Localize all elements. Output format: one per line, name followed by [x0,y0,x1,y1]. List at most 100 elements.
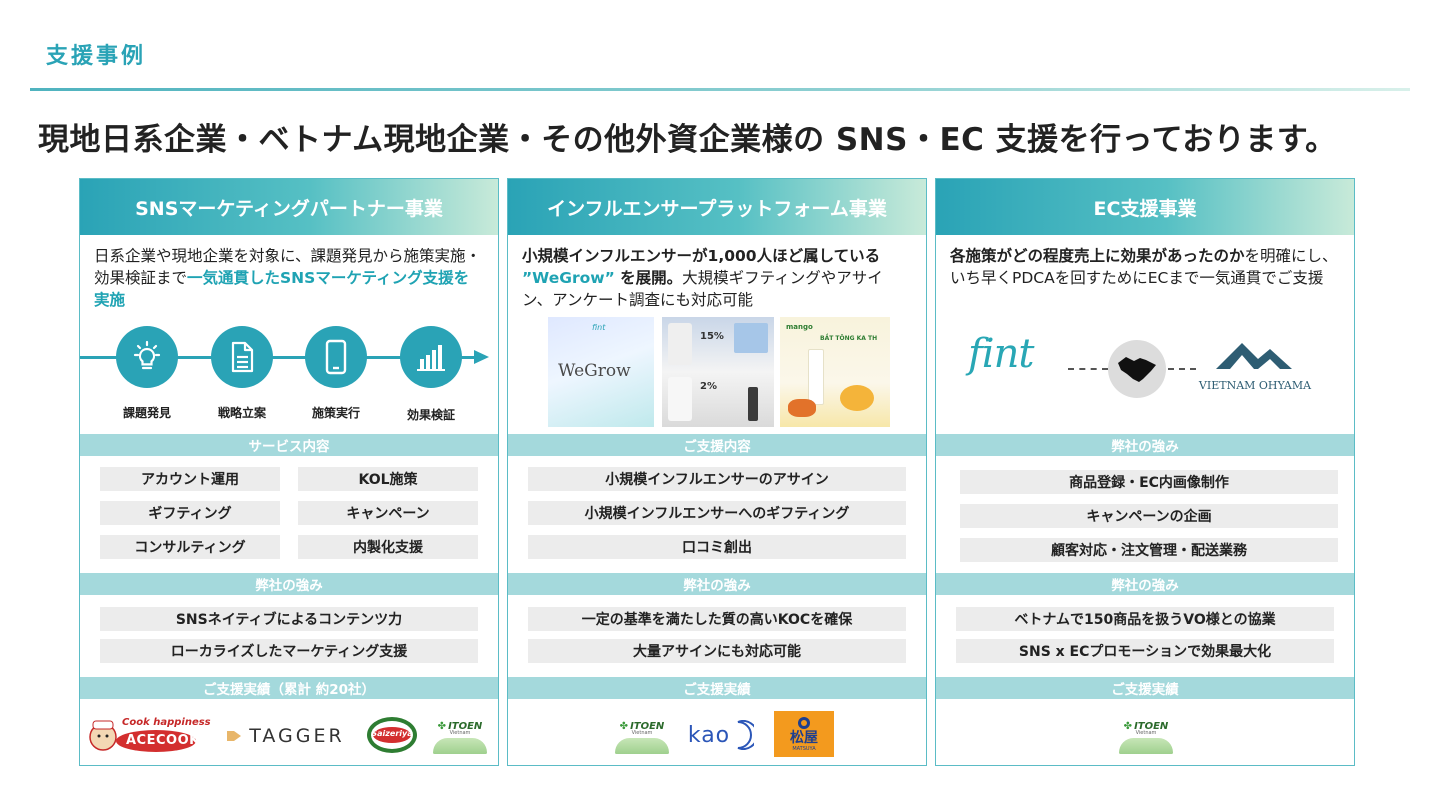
itoen-wordmark: ITOEN [1134,720,1169,732]
leaf-icon: ✤ [619,720,629,732]
sns-strength-chip: ローカライズしたマーケティング支援 [100,639,478,663]
sns-strengths-band: 弊社の強み [80,573,498,595]
matsuya-wordmark: 松屋 [790,730,818,746]
dashed-connector [1168,368,1196,370]
ec-panel-title: EC支援事業 [936,179,1354,235]
fint-logo: fint [968,331,1034,377]
influencer-support-chip: 口コミ創出 [528,535,906,559]
step-circle-2 [211,326,273,388]
moon-face-icon [737,720,755,750]
tagger-mark-icon [227,731,242,741]
itoen-logo: ✤ ITOEN Vietnam [612,715,672,759]
sns-service-chip: KOL施策 [298,467,478,491]
ec-support-chip: キャンペーンの企画 [960,504,1338,528]
promo-text: 15% [700,331,724,342]
itoen-hill [615,737,669,754]
matsuya-sub: MATSUYA [792,746,816,752]
ec-results-band: ご支援実績 [936,677,1354,699]
wegrow-thumb-logo: WeGrow [558,361,631,381]
sns-panel-title: SNSマーケティングパートナー事業 [80,179,498,235]
influencer-panel: インフルエンサープラットフォーム事業 小規模インフルエンサーが1,000人ほど属… [507,178,927,766]
skincare-thumbnail: 15% 2% [662,317,774,427]
ec-support-band: 弊社の強み [936,434,1354,456]
mango-brand-text: mango [786,323,813,331]
acecook-logo: Cook happiness ACECOOK [88,713,211,757]
saizeriya-logo: Saizeriya [366,715,418,755]
kao-wordmark: kao [687,722,731,748]
step-circle-3 [305,326,367,388]
influencer-strength-chip: 大量アサインにも対応可能 [528,639,906,663]
matsuya-emblem-icon [798,717,810,729]
tagger-logo: TAGGER [220,723,350,749]
itoen-wordmark: ITOEN [630,720,665,732]
step-label-2: 戦略立案 [217,406,266,420]
tagger-wordmark: TAGGER [249,725,345,747]
itoen-hill [433,737,487,754]
itoen-wordmark: ITOEN [448,720,483,732]
ec-desc-rest: を明確にし、いち早くPDCAを回すためにECまで一気通貫でご支援 [950,247,1338,287]
influencer-support-band: ご支援内容 [508,434,926,456]
influencer-desc-bold2: を展開。 [614,269,683,287]
step-label-3: 施策実行 [311,406,360,420]
acecook-wordmark: ACECOOK [126,733,200,748]
influencer-support-chip: 小規模インフルエンサーへのギフティング [528,501,906,525]
sns-services-band: サービス内容 [80,434,498,456]
page-headline: 現地日系企業・ベトナム現地企業・その他外資企業様の SNS・EC 支援を行ってお… [38,122,1337,158]
step-circle-4 [400,326,462,388]
ec-strength-chip: SNS x ECプロモーションで効果最大化 [956,639,1334,663]
ec-support-chip: 顧客対応・注文管理・配送業務 [960,538,1338,562]
sns-results-band: ご支援実績（累計 約20社） [80,677,498,699]
sns-service-chip: アカウント運用 [100,467,280,491]
mountain-icon [1216,343,1292,369]
sns-service-chip: コンサルティング [100,535,280,559]
sunscreen-thumbnail: mango BẮT TÔNG KA TH [780,317,890,427]
handshake-icon [1118,357,1156,382]
ec-strength-chip: ベトナムで150商品を扱うVO様との協業 [956,607,1334,631]
section-label: 支援事例 [46,44,147,69]
sns-service-chip: キャンペーン [298,501,478,525]
sns-desc-text: 日系企業や現地企業を対象に、課題発見から施策実施・効果検証まで [94,247,482,287]
acecook-tagline: Cook happiness [122,717,211,728]
smartphone-icon [325,339,347,375]
itoen-sub: Vietnam [1135,729,1157,736]
wegrow-brand: ”WeGrow” [522,269,615,287]
leaf-icon: ✤ [437,720,447,732]
vietnam-ohyama-logo: VIETNAM OHYAMA [1192,339,1318,399]
itoen-logo: ✤ ITOEN Vietnam [1116,715,1176,759]
matsuya-logo: 松屋 MATSUYA [774,711,834,757]
sns-description: 日系企業や現地企業を対象に、課題発見から施策実施・効果検証まで一気通貫したSNS… [94,245,484,311]
sns-strength-chip: SNSネイティブによるコンテンツ力 [100,607,478,631]
step-label-1: 課題発見 [122,406,171,420]
leaf-icon: ✤ [1123,720,1133,732]
influencer-results-band: ご支援実績 [508,677,926,699]
sns-panel: SNSマーケティングパートナー事業 日系企業や現地企業を対象に、課題発見から施策… [79,178,499,766]
fint-mini-logo: fint [592,323,606,332]
step-circle-1 [116,326,178,388]
sns-desc-highlight: 一気通貫したSNSマーケティング支援を実施 [94,269,470,309]
saizeriya-wordmark: Saizeriya [371,729,413,738]
influencer-desc-bold: 小規模インフルエンサーが1,000人ほど属している [522,247,881,265]
ec-support-chip: 商品登録・EC内画像制作 [960,470,1338,494]
bar-chart-icon [417,345,445,371]
ec-panel: EC支援事業 各施策がどの程度売上に効果があったのかを明確にし、いち早くPDCA… [935,178,1355,766]
handshake-badge [1108,340,1166,398]
promo-text: BẮT TÔNG KA TH [820,335,878,342]
dashed-connector [1068,368,1108,370]
sns-service-chip: 内製化支援 [298,535,478,559]
wegrow-thumbnail: fint WeGrow [548,317,654,427]
influencer-strength-chip: 一定の基準を満たした質の高いKOCを確保 [528,607,906,631]
promo-text: 2% [700,381,717,392]
lightbulb-icon [133,340,161,370]
ec-description: 各施策がどの程度売上に効果があったのかを明確にし、いち早くPDCAを回すためにE… [950,245,1340,289]
influencer-description: 小規模インフルエンサーが1,000人ほど属している ”WeGrow” を展開。大… [522,245,912,311]
influencer-desc-rest: 大規模ギフティングやアサイン、アンケート調査にも対応可能 [522,269,883,309]
process-line [80,356,476,359]
itoen-logo: ✤ ITOEN Vietnam [430,715,490,759]
ec-strengths-band: 弊社の強み [936,573,1354,595]
influencer-strengths-band: 弊社の強み [508,573,926,595]
itoen-sub: Vietnam [631,729,653,736]
sns-service-chip: ギフティング [100,501,280,525]
itoen-sub: Vietnam [449,729,471,736]
vietnam-ohyama-wordmark: VIETNAM OHYAMA [1198,379,1312,392]
kao-logo: kao [684,717,758,753]
